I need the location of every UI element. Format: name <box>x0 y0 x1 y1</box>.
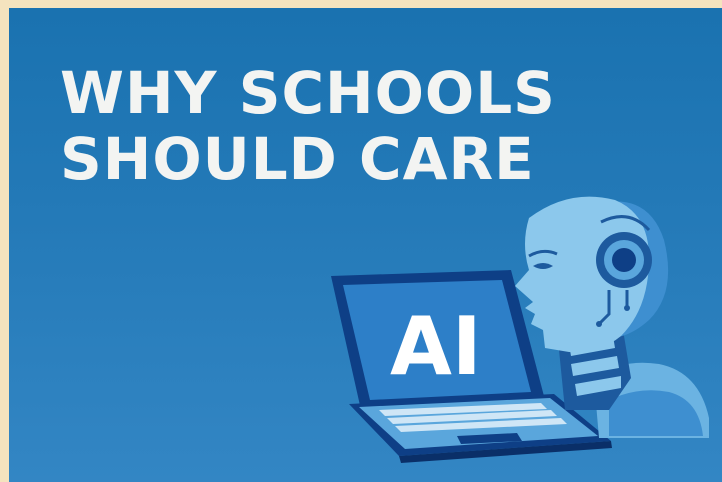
headline: WHY SCHOOLS SHOULD CARE <box>60 60 556 192</box>
banner-panel: WHY SCHOOLS SHOULD CARE AI <box>9 8 722 482</box>
laptop-screen-label: AI <box>390 300 482 393</box>
robot-head-icon <box>515 196 709 438</box>
ai-illustration: AI <box>331 196 709 463</box>
headline-line-2: SHOULD CARE <box>60 125 535 193</box>
laptop-icon: AI <box>331 270 612 463</box>
headline-line-1: WHY SCHOOLS <box>60 59 556 127</box>
